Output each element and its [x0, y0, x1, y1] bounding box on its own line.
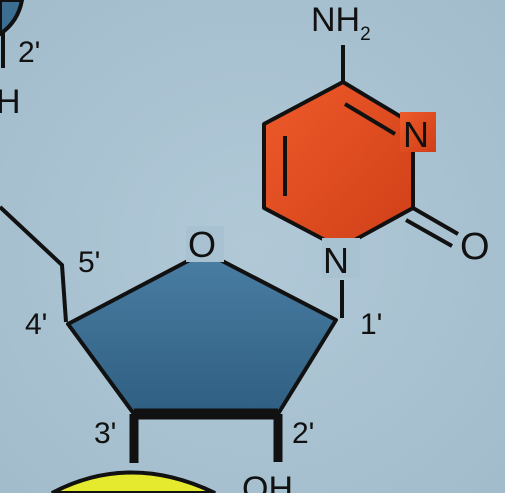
base-double-bond-2	[343, 102, 397, 136]
carbonyl-bond-b	[405, 218, 453, 248]
n3-label-bg	[400, 112, 436, 152]
n1-label-bg	[322, 238, 360, 278]
oh-bottom-label: OH	[242, 470, 293, 493]
prev-oh-label: H	[0, 83, 21, 121]
c4-label: 4'	[25, 308, 47, 341]
backbone-bond	[0, 205, 68, 323]
neighbor-nucleotide-top: 2' H	[0, 0, 40, 121]
amine-label: NH2	[311, 1, 371, 45]
prev-c2-label: 2'	[18, 36, 40, 69]
c1-label: 1'	[360, 308, 382, 341]
carbonyl-bond-a	[411, 206, 460, 236]
ring-o-label: O	[188, 224, 216, 265]
base-n1-label: N	[323, 240, 349, 281]
c2-label: 2'	[292, 417, 314, 450]
neighbor-base-ring	[51, 470, 216, 493]
neighbor-sugar-ring	[0, 0, 25, 37]
c5-label: 5'	[78, 246, 100, 279]
c3-label: 3'	[94, 417, 116, 450]
ring-o-label-bg	[186, 226, 224, 262]
base-n3-label: N	[403, 114, 429, 155]
carbonyl-o-label: O	[460, 226, 490, 268]
